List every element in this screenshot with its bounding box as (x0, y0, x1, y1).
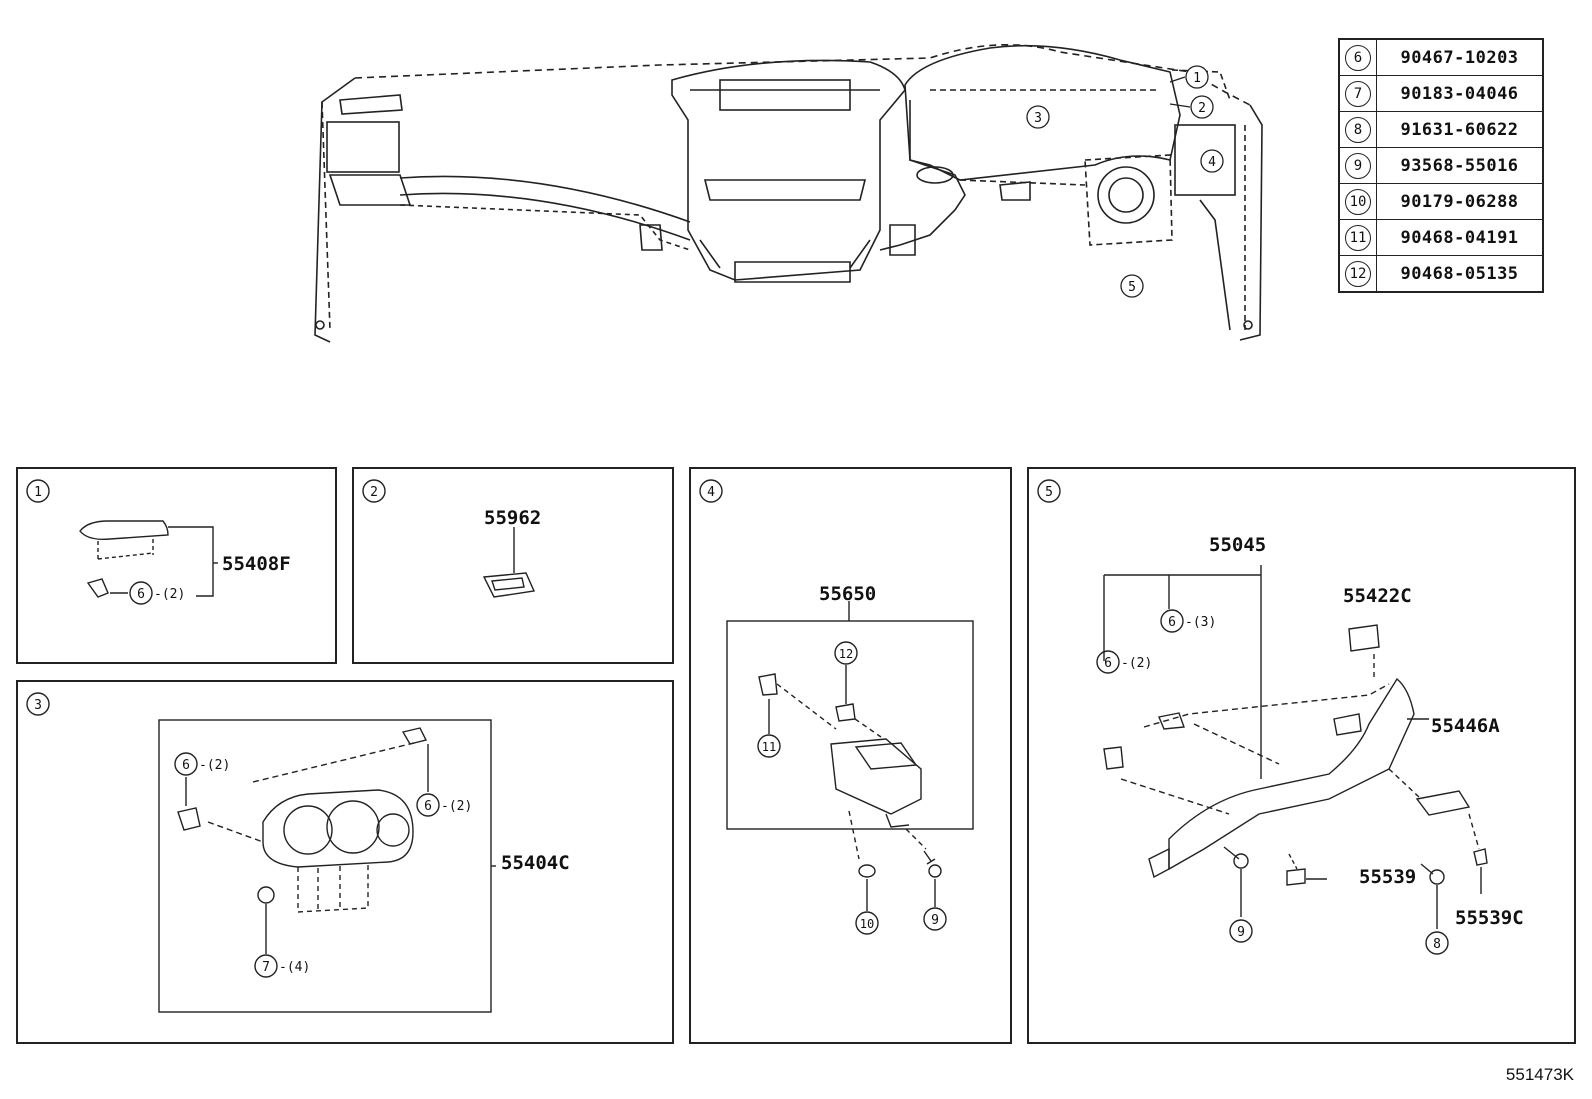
part-number: 90468-04191 (1376, 219, 1544, 256)
part-number: 90467-10203 (1376, 38, 1544, 76)
panel-number: 1 (34, 485, 42, 500)
part-label: 55404C (501, 852, 570, 874)
ref-circle: 10 (860, 917, 874, 931)
quantity-label: -(2) (1121, 656, 1152, 671)
quantity-label: -(2) (441, 799, 472, 814)
part-number: 90179-06288 (1376, 183, 1544, 220)
callout-1: 1 (1185, 65, 1209, 89)
svg-text:2: 2 (1198, 101, 1206, 116)
clip-illustration (86, 578, 109, 598)
quantity-label: -(2) (199, 758, 230, 773)
ref-number: 8 (1345, 116, 1371, 143)
part-label-55446a: 55446A (1431, 715, 1500, 737)
ref-number: 9 (1345, 152, 1371, 179)
table-row: 11 90468-04191 (1338, 219, 1544, 256)
ref-circle: 9 (1237, 925, 1245, 940)
quantity-label: -(2) (154, 587, 185, 602)
table-row: 10 90179-06288 (1338, 183, 1544, 220)
ref-circle: 6 (424, 799, 432, 814)
panel-number: 2 (370, 485, 378, 500)
panel-1: 1 6 -(2) 55408F (16, 467, 337, 664)
svg-text:1: 1 (1193, 71, 1201, 86)
ref-circle: 6 (182, 758, 190, 773)
part-label: 55962 (484, 507, 542, 529)
callout-4: 4 (1200, 149, 1224, 173)
ref-number: 12 (1345, 260, 1371, 287)
fastener-reference-table: 6 90467-10203 7 90183-04046 8 91631-6062… (1338, 38, 1544, 293)
part-label-55045: 55045 (1209, 534, 1267, 556)
ref-circle: 9 (931, 913, 939, 928)
part-number: 93568-55016 (1376, 147, 1544, 184)
callout-3: 3 (1026, 105, 1050, 129)
ref-circle: 6 (1168, 615, 1176, 630)
part-number: 90183-04046 (1376, 75, 1544, 112)
ref-circle: 6 (137, 587, 145, 602)
cover-part-illustration (79, 520, 169, 541)
panel-4: 4 12 11 10 9 55650 (689, 467, 1012, 1044)
part-label: 55408F (222, 553, 291, 575)
ref-circle: 6 (1104, 656, 1112, 671)
diagram-code: 551473K (1505, 1065, 1574, 1084)
ref-number: 11 (1345, 224, 1371, 251)
callout-2: 2 (1190, 95, 1214, 119)
table-row: 9 93568-55016 (1338, 147, 1544, 184)
callout-5: 5 (1120, 274, 1144, 298)
ref-number: 6 (1345, 44, 1371, 71)
svg-text:3: 3 (1034, 111, 1042, 126)
table-row: 6 90467-10203 (1338, 38, 1544, 76)
svg-text:5: 5 (1128, 280, 1136, 295)
part-number: 90468-05135 (1376, 255, 1544, 293)
svg-text:4: 4 (1208, 155, 1216, 170)
panel-number: 3 (34, 698, 42, 713)
part-label-55422c: 55422C (1343, 585, 1412, 607)
panel-3: 3 6 -(2) 6 -(2) 7 -(4) 55404C (16, 680, 674, 1044)
meter-hood-illustration (262, 789, 414, 868)
switch-cap-illustration (482, 572, 536, 598)
quantity-label: -(3) (1185, 615, 1216, 630)
switch-assembly-illustration (830, 738, 922, 815)
ref-circle: 11 (762, 740, 776, 754)
panel-2: 2 55962 (352, 467, 674, 664)
table-row: 7 90183-04046 (1338, 75, 1544, 112)
ref-circle: 7 (262, 960, 270, 975)
panel-number: 4 (707, 485, 715, 500)
part-label-55539: 55539 (1359, 866, 1417, 888)
quantity-label: -(4) (279, 960, 310, 975)
panel-5: 5 6 -(3) 6 -(2) 9 (1027, 467, 1576, 1044)
ref-number: 7 (1345, 80, 1371, 107)
part-number: 91631-60622 (1376, 111, 1544, 148)
ref-circle: 8 (1433, 937, 1441, 952)
table-row: 8 91631-60622 (1338, 111, 1544, 148)
ref-number: 10 (1345, 188, 1371, 215)
lower-panel-illustration (1168, 677, 1415, 871)
part-label: 55650 (819, 583, 877, 605)
panel-number: 5 (1045, 485, 1053, 500)
part-label-55539c: 55539C (1455, 907, 1524, 929)
ref-circle: 12 (839, 647, 853, 661)
table-row: 12 90468-05135 (1338, 255, 1544, 293)
